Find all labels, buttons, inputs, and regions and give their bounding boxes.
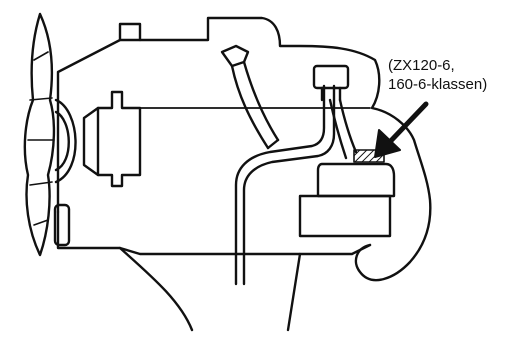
fill-pipe <box>234 84 336 286</box>
dipstick <box>220 44 280 150</box>
callout-line-1: (ZX120-6, <box>388 57 455 74</box>
upper-filter-block <box>316 162 396 198</box>
lower-filter-block <box>298 194 392 238</box>
lower-left-component <box>53 203 71 247</box>
model-callout: (ZX120-6, 160-6-klassen) <box>388 56 487 94</box>
fan-hub <box>54 90 142 188</box>
filler-cap <box>312 64 358 160</box>
indicator-arrow <box>374 101 429 158</box>
callout-line-2: 160-6-klassen) <box>388 76 488 93</box>
oil-pan <box>118 246 302 332</box>
engine-block-top-edge <box>118 22 142 42</box>
engine-block-outline <box>56 16 432 282</box>
engine-block-lower <box>56 210 372 256</box>
cooling-fan <box>23 12 56 257</box>
